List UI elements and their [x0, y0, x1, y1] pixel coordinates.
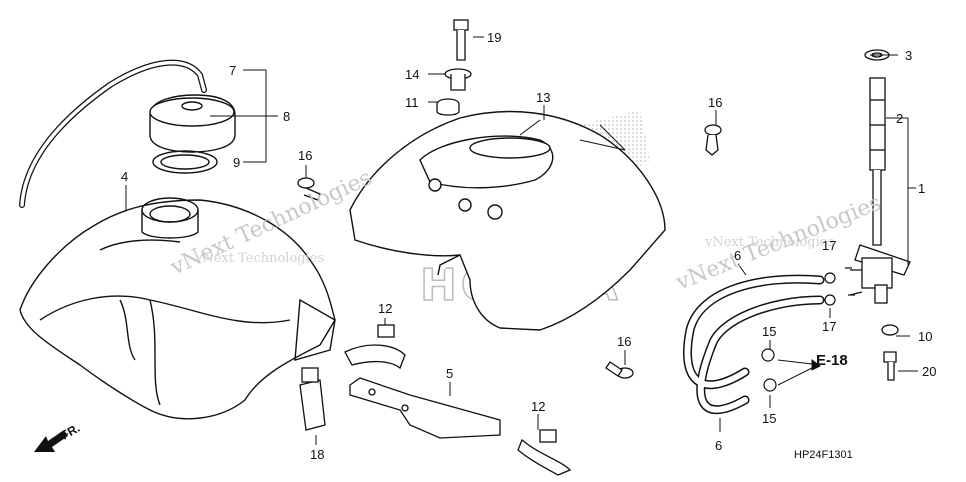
callout-6-lower: 6 — [715, 438, 722, 453]
strap-12-upper — [344, 324, 406, 370]
callout-16-left: 16 — [298, 148, 312, 163]
callout-11: 11 — [405, 95, 419, 110]
callout-14: 14 — [405, 67, 419, 82]
callout-15-lower: 15 — [762, 411, 776, 426]
callout-4: 4 — [121, 169, 128, 184]
fuel-valve — [845, 244, 911, 381]
leader-lines — [125, 36, 918, 445]
diagram-code: HP24F1301 — [794, 449, 853, 461]
callout-7: 7 — [229, 63, 236, 78]
callout-1: 1 — [918, 181, 925, 196]
callout-16-top: 16 — [708, 95, 722, 110]
tank-band — [299, 367, 326, 431]
clip-16-left — [297, 177, 321, 201]
collar-14 — [444, 68, 472, 91]
callout-13: 13 — [536, 90, 550, 105]
reference-label: E-18 — [816, 352, 848, 369]
callout-3: 3 — [905, 48, 912, 63]
reference-arrows — [777, 359, 821, 386]
tank-bracket — [349, 377, 501, 439]
fuel-tank — [19, 197, 336, 420]
callout-17-upper: 17 — [822, 238, 836, 253]
watermark-right-b: vNext Technologies — [704, 235, 834, 250]
callout-12-upper: 12 — [378, 301, 392, 316]
callout-17-lower: 17 — [822, 319, 836, 334]
tank-cover — [349, 110, 666, 331]
watermark-left-b: vNext Technologies — [194, 251, 324, 266]
callout-15-upper: 15 — [762, 324, 776, 339]
front-direction-arrow — [34, 430, 68, 452]
callout-18: 18 — [310, 447, 324, 462]
grommet-11 — [436, 98, 460, 116]
callout-9: 9 — [233, 155, 240, 170]
fuel-cap — [149, 94, 236, 153]
callout-19: 19 — [487, 30, 501, 45]
callout-8: 8 — [283, 109, 290, 124]
clip-16-top — [704, 124, 722, 156]
hose-clip — [761, 272, 836, 392]
callout-12-lower: 12 — [531, 399, 545, 414]
strap-12-lower — [517, 429, 572, 476]
clip-16-bottom — [605, 361, 634, 379]
bolt-19 — [453, 19, 469, 61]
callout-5: 5 — [446, 366, 453, 381]
callout-16-bottom: 16 — [617, 334, 631, 349]
cap-gasket — [152, 150, 218, 174]
callout-6-upper: 6 — [734, 248, 741, 263]
callout-20: 20 — [922, 364, 936, 379]
callout-10: 10 — [918, 329, 932, 344]
callout-2: 2 — [896, 111, 903, 126]
